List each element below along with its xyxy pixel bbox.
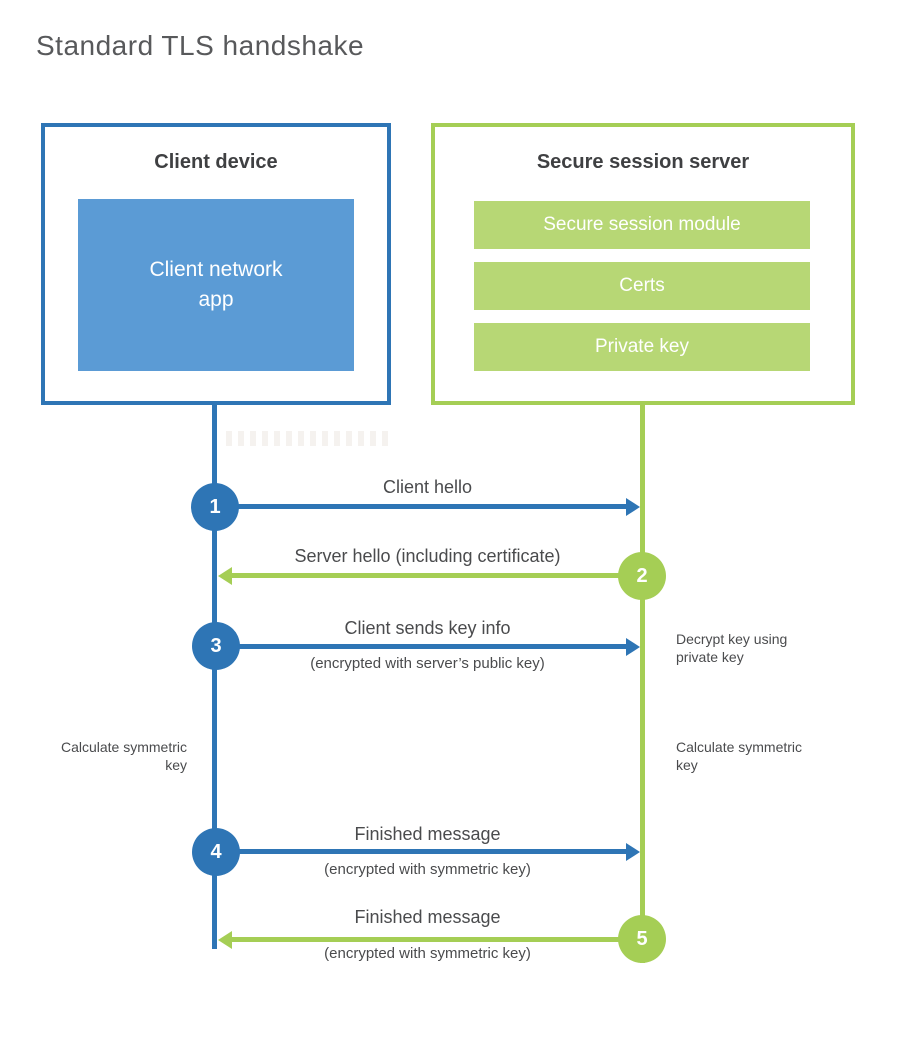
step2-circle: 2: [618, 552, 666, 600]
step1-label: Client hello: [382, 477, 473, 497]
step3-sublabel: (encrypted with server’s public key): [310, 655, 545, 672]
calc-symmetric-key-left-note: Calculate symmetric key: [60, 739, 187, 774]
calc-symmetric-key-right-note: Calculate symmetric key: [676, 739, 803, 774]
step4-circle: 4: [192, 828, 240, 876]
server-module-private-key: Private key: [474, 323, 810, 371]
step5-number: 5: [636, 927, 648, 950]
step3-arrowhead-icon: [626, 638, 640, 656]
server-module-certs: Certs: [474, 262, 810, 310]
step4-arrowhead-icon: [626, 843, 640, 861]
step1-arrowhead-icon: [626, 498, 640, 516]
decrypt-key-note: Decrypt key using private key: [676, 631, 788, 666]
client-network-app-label: Client network app: [149, 257, 283, 311]
step2-arrow-line: [232, 573, 642, 578]
step2-number: 2: [636, 564, 648, 587]
step1-number: 1: [209, 495, 221, 518]
client-network-app-box: Client network app: [78, 199, 354, 371]
step3-circle: 3: [192, 622, 240, 670]
step3-label: Client sends key info: [344, 618, 511, 638]
step5-label: Finished message: [354, 907, 501, 927]
step1-circle: 1: [191, 483, 239, 531]
page-title: Standard TLS handshake: [36, 30, 365, 61]
faint-dash-artifact: [226, 431, 392, 446]
step5-sublabel: (encrypted with symmetric key): [324, 945, 531, 962]
server-module-secure-session: Secure session module: [474, 201, 810, 249]
client-device-title: Client device: [154, 151, 278, 173]
step5-arrow-line: [232, 937, 642, 942]
step3-number: 3: [210, 634, 222, 657]
step2-label: Server hello (including certificate): [294, 546, 561, 566]
server-lifeline: [640, 405, 645, 963]
step5-arrowhead-icon: [218, 931, 232, 949]
step1-arrow-line: [215, 504, 626, 509]
step4-sublabel: (encrypted with symmetric key): [324, 861, 531, 878]
secure-session-server-title: Secure session server: [536, 151, 750, 173]
step4-label: Finished message: [354, 824, 501, 844]
client-lifeline: [212, 405, 217, 949]
step3-arrow-line: [216, 644, 626, 649]
step5-circle: 5: [618, 915, 666, 963]
step4-arrow-line: [216, 849, 626, 854]
step4-number: 4: [210, 840, 222, 863]
step2-arrowhead-icon: [218, 567, 232, 585]
